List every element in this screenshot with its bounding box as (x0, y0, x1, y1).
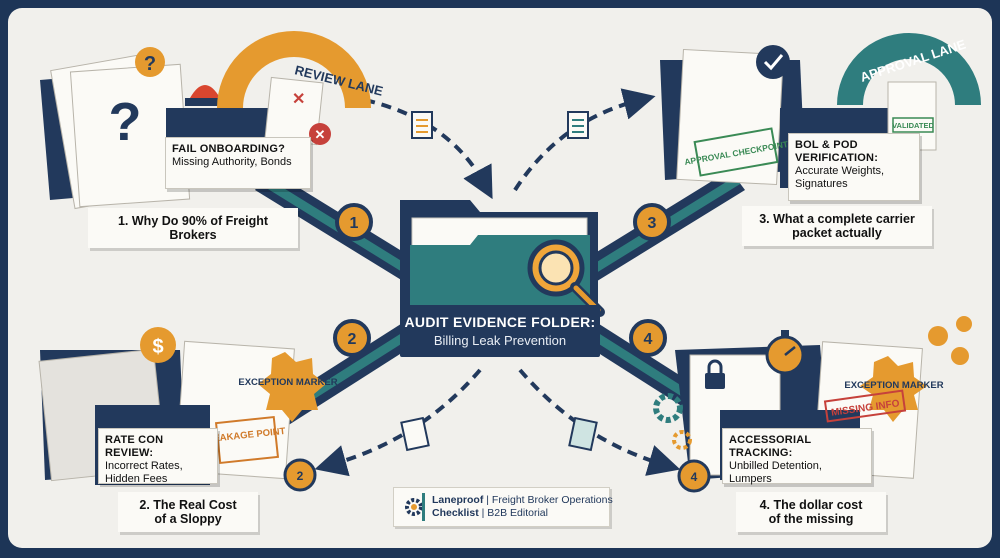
svg-text:✕: ✕ (292, 91, 305, 108)
gear-logo-icon (405, 498, 423, 516)
step3-caption-line2: packet actually (792, 226, 882, 240)
step4-card-body-1: Unbilled Detention, (729, 460, 822, 472)
missing-info-stamp (823, 389, 907, 423)
footer-brand: Laneproof | Freight Broker Operations Ch… (393, 487, 613, 527)
step4-burst-text: EXCEPTION MARKER (844, 380, 943, 391)
step2-card: RATE CON REVIEW: Incorrect Rates, Hidden… (98, 428, 218, 485)
step4-ribbon-number: 4 (691, 470, 698, 484)
svg-text:2: 2 (348, 331, 357, 348)
magnifier-icon (527, 239, 605, 317)
step1-card: FAIL ONBOARDING? Missing Authority, Bond… (165, 137, 311, 189)
step4-caption-line2: of the missing (768, 512, 854, 526)
step3-card-title-2: VERIFICATION: (795, 152, 879, 164)
validated-tag (892, 117, 934, 133)
svg-text:?: ? (144, 53, 156, 75)
step1-illustration: ? ? ✕ ✕ (40, 31, 371, 210)
coin-icons (928, 316, 972, 365)
footer-brand-name: Laneproof (432, 494, 484, 506)
step1-caption: 1. Why Do 90% of Freight Brokers (88, 208, 298, 248)
step1-caption-text: 1. Why Do 90% of Freight Brokers (117, 214, 268, 242)
step4-caption-line1: 4. The dollar cost (759, 498, 863, 512)
step2-card-body-2: Hidden Fees (105, 473, 168, 485)
step2-ribbon-number: 2 (297, 469, 304, 483)
step3-card: BOL & POD VERIFICATION: Accurate Weights… (788, 133, 920, 201)
footer-line2: B2B Editorial (487, 507, 548, 519)
svg-text:✕: ✕ (315, 127, 326, 142)
step4-card: ACCESSORIAL TRACKING: Unbilled Detention… (722, 428, 872, 485)
step4-card-body-2: Lumpers (729, 473, 772, 485)
medallion-1: 1 (335, 203, 373, 241)
leakage-stamp (214, 415, 280, 465)
question-bubble-icon: ? (135, 47, 165, 77)
dollar-icon: $ (152, 336, 163, 358)
step2-caption-line1: 2. The Real Cost (139, 498, 237, 512)
hub-subtitle: Billing Leak Prevention (433, 333, 567, 348)
lock-icon (705, 359, 725, 389)
step4-card-title: ACCESSORIAL TRACKING: (729, 434, 812, 459)
document-icon (400, 111, 598, 452)
medallion-2: 2 (333, 319, 371, 357)
svg-text:1: 1 (350, 215, 359, 232)
step2-caption: 2. The Real Cost of a Sloppy (118, 492, 258, 532)
footer-line1: Freight Broker Operations (491, 494, 613, 506)
approval-stamp (693, 127, 779, 177)
hub-title: AUDIT EVIDENCE FOLDER: (404, 314, 596, 330)
svg-text:3: 3 (648, 215, 657, 232)
medallion-3: 3 (633, 203, 671, 241)
stopwatch-icon (765, 330, 805, 375)
step3-card-body-1: Accurate Weights, (795, 165, 885, 177)
step3-caption: 3. What a complete carrier packet actual… (742, 206, 932, 246)
step2-card-title: RATE CON REVIEW: (105, 434, 164, 459)
siren-icon (185, 85, 225, 106)
check-icon (763, 54, 784, 71)
footer-divider (422, 493, 425, 521)
step1-card-body: Missing Authority, Bonds (172, 156, 292, 168)
question-mark-icon: ? (109, 92, 142, 152)
step1-card-title: FAIL ONBOARDING? (172, 143, 285, 155)
medallion-4: 4 (629, 319, 667, 357)
validated-tag-text: VALIDATED (892, 121, 934, 130)
hub-label: AUDIT EVIDENCE FOLDER: Billing Leak Prev… (400, 305, 600, 357)
svg-text:4: 4 (644, 331, 653, 348)
gear-icon (653, 393, 692, 450)
step2-caption-line2: of a Sloppy (154, 512, 222, 526)
step2-burst-text: EXCEPTION MARKER (238, 377, 337, 388)
step3-card-title-1: BOL & POD (795, 139, 858, 151)
footer-line2-bold: Checklist (432, 507, 479, 519)
step4-caption: 4. The dollar cost of the missing (736, 492, 886, 532)
step3-caption-line1: 3. What a complete carrier (759, 212, 915, 226)
step3-card-body-2: Signatures (795, 178, 848, 190)
step2-card-body-1: Incorrect Rates, (105, 460, 183, 472)
